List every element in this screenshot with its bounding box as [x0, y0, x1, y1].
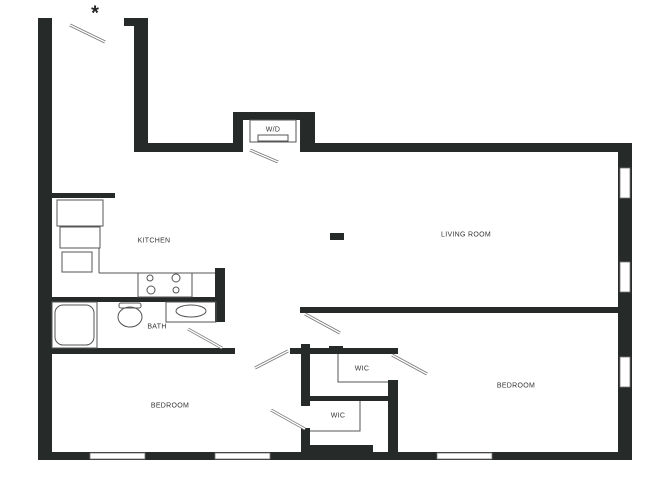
wall-top-left-stub [38, 18, 52, 26]
wall-bath-bottom [52, 348, 235, 354]
kitchen-counter [59, 226, 101, 249]
fixtures [51, 119, 388, 432]
wall-wic-post [329, 346, 343, 354]
wall-top-mid [134, 143, 243, 152]
wall-kitchen-bath [52, 297, 225, 302]
wall-kitchen-top [52, 193, 115, 198]
bathtub [54, 304, 95, 346]
room-label-wic-upper: WIC [354, 365, 370, 373]
wall-wic-mid [310, 396, 395, 401]
wall-wic-top [290, 348, 398, 354]
living-room-marker [330, 233, 344, 240]
wall-entry-right [134, 18, 148, 152]
wall-top-right [300, 143, 632, 152]
window-right-2 [619, 261, 631, 293]
wic-upper-rod [337, 354, 388, 383]
kitchen-sink [61, 251, 93, 273]
room-label-bath: BATH [147, 323, 167, 331]
wall-kitchen-end [215, 268, 225, 322]
entry-marker: * [91, 2, 99, 25]
room-label-living-room: LIVING ROOM [441, 231, 491, 239]
wall-wic-left [301, 344, 310, 406]
windows [89, 167, 631, 460]
bath-sink [175, 304, 207, 318]
room-label-wic-lower: WIC [330, 412, 346, 420]
wall-wd-left [233, 112, 243, 152]
washer-dryer-unit [249, 119, 297, 143]
toilet [117, 306, 143, 328]
window-bottom-3 [436, 452, 493, 460]
window-bottom-2 [214, 452, 271, 460]
room-label-washer-dryer: W/D [265, 126, 281, 134]
room-label-bedroom-right: BEDROOM [496, 382, 536, 390]
wall-wic-bottom-block [301, 445, 373, 455]
window-right-3 [619, 356, 631, 388]
wall-wic-lower-left [301, 428, 310, 455]
wall-left [38, 18, 52, 460]
wic-lower-rod [310, 401, 361, 432]
wall-wd-top [233, 112, 315, 120]
wall-wic-right [388, 380, 398, 455]
wall-wd-right [300, 112, 315, 152]
doors [69, 23, 428, 431]
bath-vanity [165, 301, 217, 323]
refrigerator [56, 199, 104, 227]
wall-bedroom-divider [300, 307, 620, 313]
room-label-bedroom-left: BEDROOM [150, 402, 190, 410]
bathtub-frame [51, 301, 98, 349]
stove [137, 272, 193, 298]
wall-bottom [38, 452, 632, 460]
window-right-1 [619, 167, 631, 199]
room-label-kitchen: KITCHEN [137, 237, 171, 245]
window-bottom-1 [89, 452, 146, 460]
